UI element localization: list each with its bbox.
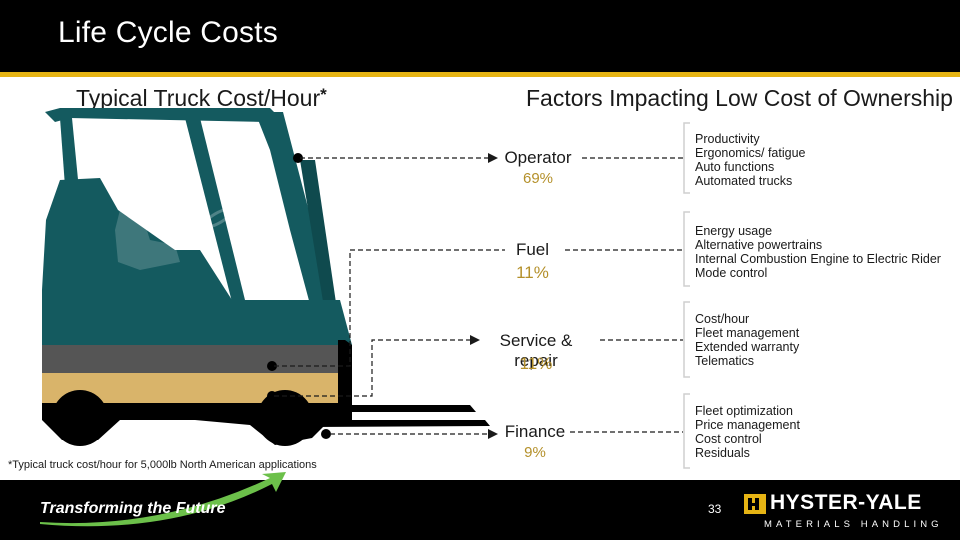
factor-bracket-3: [683, 301, 690, 378]
logo-name: HYSTER-YALE: [770, 491, 922, 514]
factor-item: Extended warranty: [695, 340, 800, 354]
factor-item: Telematics: [695, 354, 755, 368]
factor-bracket-4: [683, 393, 690, 469]
left-heading-asterisk: *: [320, 85, 327, 104]
category-finance-name: Finance: [504, 422, 566, 441]
factor-item: Energy usage: [695, 224, 773, 238]
front-wheel: [257, 390, 313, 446]
left-heading-text: Typical Truck Cost/Hour: [76, 85, 321, 111]
factor-bracket-1: [683, 122, 690, 194]
service-connector: [274, 339, 470, 397]
fork-upper: [330, 405, 476, 412]
left-heading: Typical Truck Cost/Hour*: [76, 85, 327, 112]
factor-item: Ergonomics/ fatigue: [695, 146, 806, 160]
fork-lower: [310, 420, 490, 427]
factor-list-service: Cost/hour Fleet management Extended warr…: [695, 312, 799, 368]
category-service-name: Service & repair: [499, 331, 573, 370]
page-number: 33: [708, 502, 722, 516]
front-post: [185, 118, 245, 302]
factor-item: Alternative powertrains: [695, 238, 823, 252]
factor-item: Cost control: [695, 432, 762, 446]
service-arrowhead: [470, 335, 480, 345]
hyster-yale-logo-icon: [744, 494, 766, 514]
rear-wheel: [52, 390, 108, 446]
category-finance-percent: 9%: [524, 444, 546, 461]
page-title: Life Cycle Costs: [58, 16, 278, 49]
seat-outline: [115, 208, 180, 270]
service-dot: [267, 361, 277, 371]
factor-item: Auto functions: [695, 160, 775, 174]
finance-arrowhead: [488, 429, 498, 439]
factor-list-operator: Productivity Ergonomics/ fatigue Auto fu…: [695, 132, 805, 188]
factor-item: Residuals: [695, 446, 750, 460]
footnote: *Typical truck cost/hour for 5,000lb Nor…: [8, 459, 317, 471]
footer-bar: [0, 480, 960, 540]
swoosh-arrow-icon: [40, 472, 286, 527]
overhead-guard: [45, 108, 280, 122]
factor-list-finance: Fleet optimization Price management Cost…: [695, 404, 800, 460]
footer-tagline: Transforming the Future: [40, 500, 226, 517]
mast-inner: [300, 160, 340, 332]
category-fuel-percent: 11%: [516, 263, 549, 282]
factor-item: Internal Combustion Engine to Electric R…: [695, 252, 941, 266]
right-heading: Factors Impacting Low Cost of Ownership: [526, 85, 953, 111]
category-service-percent: 11%: [519, 354, 553, 373]
factor-item: Price management: [695, 418, 800, 432]
header-bar: Life Cycle Costs: [0, 0, 960, 77]
factor-item: Fleet optimization: [695, 404, 793, 418]
fuel-connector: [274, 249, 505, 367]
finance-dot: [321, 429, 331, 439]
factor-item: Cost/hour: [695, 312, 750, 326]
steering-wheel: [202, 207, 234, 229]
operator-arrowhead: [488, 153, 498, 163]
category-operator-name: Operator: [504, 148, 572, 167]
factor-item: Mode control: [695, 266, 768, 280]
fuel-dot: [267, 391, 277, 401]
category-fuel-name: Fuel: [515, 240, 550, 259]
factor-item: Automated trucks: [695, 174, 793, 188]
factor-item: Fleet management: [695, 326, 800, 340]
operator-dot: [293, 153, 303, 163]
factor-item: Productivity: [695, 132, 760, 146]
logo-subtitle: MATERIALS HANDLING: [764, 519, 943, 530]
factor-list-fuel: Energy usage Alternative powertrains Int…: [695, 224, 941, 280]
category-operator-percent: 69%: [522, 170, 554, 187]
fork-carriage: [338, 340, 352, 412]
band-service: [42, 345, 352, 373]
factor-bracket-2: [683, 211, 690, 287]
